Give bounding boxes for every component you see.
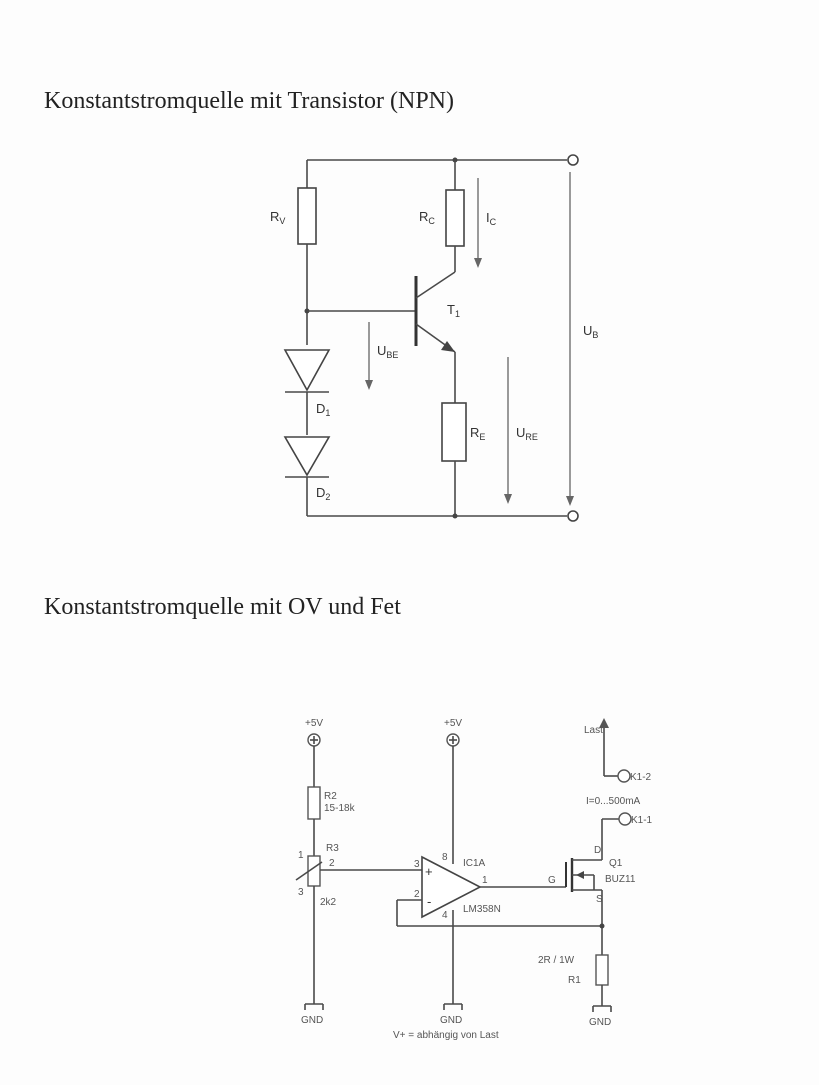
label-r3-value: 2k2 [320,897,337,908]
label-load: Last [584,725,603,736]
label-gnd-left: GND [301,1015,323,1026]
label-r2: R2 [324,791,337,802]
label-t1: T1 [447,302,460,319]
label-k1-2: K1-2 [630,772,652,783]
label-r3: R3 [326,843,339,854]
resistor-re [441,402,467,462]
opamp-ic1a [421,855,482,919]
connector-k1-2 [617,769,631,783]
junction [599,923,605,929]
opamp-plus-sign: + [425,864,433,879]
label-ure: URE [516,425,538,442]
label-vcc-left: +5V [305,718,323,729]
label-fet-s: S [596,894,603,905]
diode-d2 [283,436,331,477]
connector-k1-1 [618,812,632,826]
label-fet-g: G [548,875,556,886]
junction [452,513,458,519]
ic-arrowhead [474,258,482,268]
label-gnd-right: GND [589,1017,611,1028]
label-opamp-type: LM358N [463,904,501,915]
ube-arrowhead [365,380,373,390]
resistor-r1 [595,954,609,986]
resistor-r2 [307,786,321,820]
opamp-minus-sign: - [427,894,431,909]
title-opamp-fet-current-source: Konstantstromquelle mit OV und Fet [44,594,401,620]
resistor-rv [297,187,317,245]
label-d1: D1 [316,401,330,418]
label-gnd-mid: GND [440,1015,462,1026]
label-op-pin1: 1 [482,875,488,886]
label-ic: IC [486,210,497,227]
label-pin-b: 3 [298,887,304,898]
diode-d1 [283,349,331,392]
emitter-arrow [441,341,455,352]
label-d2: D2 [316,485,330,502]
label-pin-c: 1 [298,850,304,861]
title-npn-current-source: Konstantstromquelle mit Transistor (NPN) [44,88,455,114]
label-note: V+ = abhängig von Last [393,1030,499,1041]
label-re: RE [470,425,485,442]
label-q1: Q1 [609,858,623,869]
ub-arrowhead [566,496,574,506]
label-pin-a: 2 [329,858,335,869]
label-op-pin4: 4 [442,910,448,921]
transistor-t1-collector [415,271,456,299]
label-ub: UB [583,323,598,340]
label-r1: R1 [568,975,581,986]
label-rc: RC [419,209,435,226]
label-op-pin3: 3 [414,859,420,870]
resistor-rc [445,189,465,247]
label-r1-value: 2R / 1W [538,955,575,966]
terminal-top [567,154,579,166]
label-opamp-ref: IC1A [463,858,486,869]
label-k1-1: K1-1 [631,815,653,826]
label-op-pin8: 8 [442,852,448,863]
ure-arrowhead [504,494,512,504]
fet-arrow [576,871,584,879]
terminal-bottom [567,510,579,522]
label-rv: RV [270,209,285,226]
label-ube: UBE [377,343,398,360]
label-fet-d: D [594,845,601,856]
v-plus-arrow [599,718,609,728]
label-op-pin2: 2 [414,889,420,900]
label-vcc-mid: +5V [444,718,462,729]
label-r2-value: 15-18k [324,803,356,814]
label-q1-type: BUZ11 [605,874,636,885]
label-current-range: I=0...500mA [586,796,641,807]
potentiometer-wiper [295,861,323,881]
